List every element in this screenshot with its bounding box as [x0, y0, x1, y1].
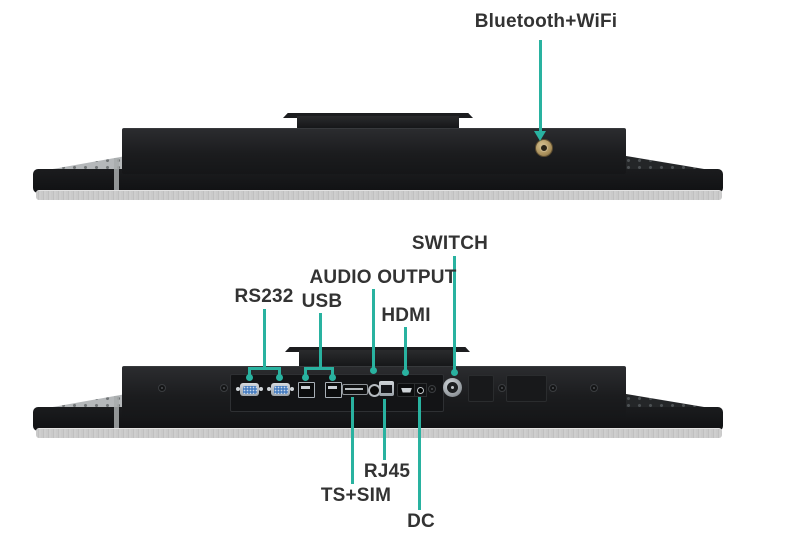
- callout-dot-audio: [370, 367, 377, 374]
- label-dc: DC: [407, 511, 435, 532]
- screw-icon: [158, 384, 166, 392]
- usb-port-1: [298, 382, 315, 398]
- label-hdmi: HDMI: [381, 305, 431, 326]
- usb-port-2: [325, 382, 342, 398]
- screw-icon: [428, 385, 436, 393]
- ts-sim-slot: [342, 384, 368, 395]
- bezel-seam-2: [114, 396, 119, 430]
- dc-power-jack: [414, 383, 427, 397]
- callout-stub-rs232-1: [248, 367, 251, 376]
- label-usb: USB: [301, 291, 343, 312]
- rj45-port: [379, 381, 394, 396]
- label-switch: SWITCH: [411, 233, 489, 254]
- callout-dot-usb-2: [329, 374, 336, 381]
- bezel-seam: [114, 158, 119, 192]
- label-bluetooth-wifi: Bluetooth+WiFi: [474, 11, 618, 32]
- callout-line-switch: [453, 256, 456, 372]
- callout-dot-switch: [451, 369, 458, 376]
- front-bezel-silver-edge: [36, 190, 722, 200]
- antenna-connector: [535, 139, 553, 157]
- label-ts-sim: TS+SIM: [320, 485, 392, 506]
- callout-line-audio: [372, 289, 375, 369]
- power-switch-button: [443, 378, 462, 397]
- callout-line-dc: [418, 397, 421, 510]
- callout-line-rs232: [263, 309, 266, 370]
- rs232-port-1: [236, 382, 263, 397]
- screw-icon: [220, 384, 228, 392]
- db9-screw: [290, 387, 294, 391]
- db9-pins: [273, 385, 288, 394]
- callout-line-usb: [319, 313, 322, 370]
- db9-screw: [267, 387, 271, 391]
- callout-line-bluetooth: [539, 40, 542, 132]
- label-rj45: RJ45: [363, 461, 411, 482]
- screw-icon: [549, 384, 557, 392]
- vesa-bracket-2: [299, 350, 456, 368]
- callout-stub-usb-2: [331, 367, 334, 376]
- label-audio-output: AUDIO OUTPUT: [309, 267, 457, 288]
- db9-screw: [259, 387, 263, 391]
- db9-screw: [236, 387, 240, 391]
- callout-dot-rs232-2: [276, 374, 283, 381]
- callout-line-ts-sim: [351, 397, 354, 484]
- usb-tongue: [327, 385, 337, 389]
- screw-icon: [590, 384, 598, 392]
- callout-fork-rs232: [248, 367, 281, 370]
- db9-pins: [242, 385, 257, 394]
- callout-stub-rs232-2: [278, 367, 281, 376]
- callout-line-rj45: [383, 399, 386, 460]
- rs232-port-2: [267, 382, 294, 397]
- label-rs232: RS232: [234, 286, 294, 307]
- callout-fork-usb: [304, 367, 334, 370]
- screw-icon: [498, 384, 506, 392]
- rear-panel-cutout: [468, 375, 494, 402]
- callout-dot-usb-1: [302, 374, 309, 381]
- callout-dot-hdmi: [402, 369, 409, 376]
- vesa-bracket-lip: [283, 113, 473, 118]
- callout-arrow-bluetooth: [534, 131, 546, 141]
- front-bezel-silver-edge-2: [36, 428, 722, 438]
- callout-stub-usb-1: [304, 367, 307, 376]
- rear-panel-cutout: [506, 375, 547, 402]
- vesa-bracket: [297, 116, 459, 129]
- usb-tongue: [300, 385, 310, 389]
- callout-dot-rs232-1: [246, 374, 253, 381]
- callout-line-hdmi: [404, 327, 407, 371]
- vesa-bracket-lip-2: [285, 347, 470, 352]
